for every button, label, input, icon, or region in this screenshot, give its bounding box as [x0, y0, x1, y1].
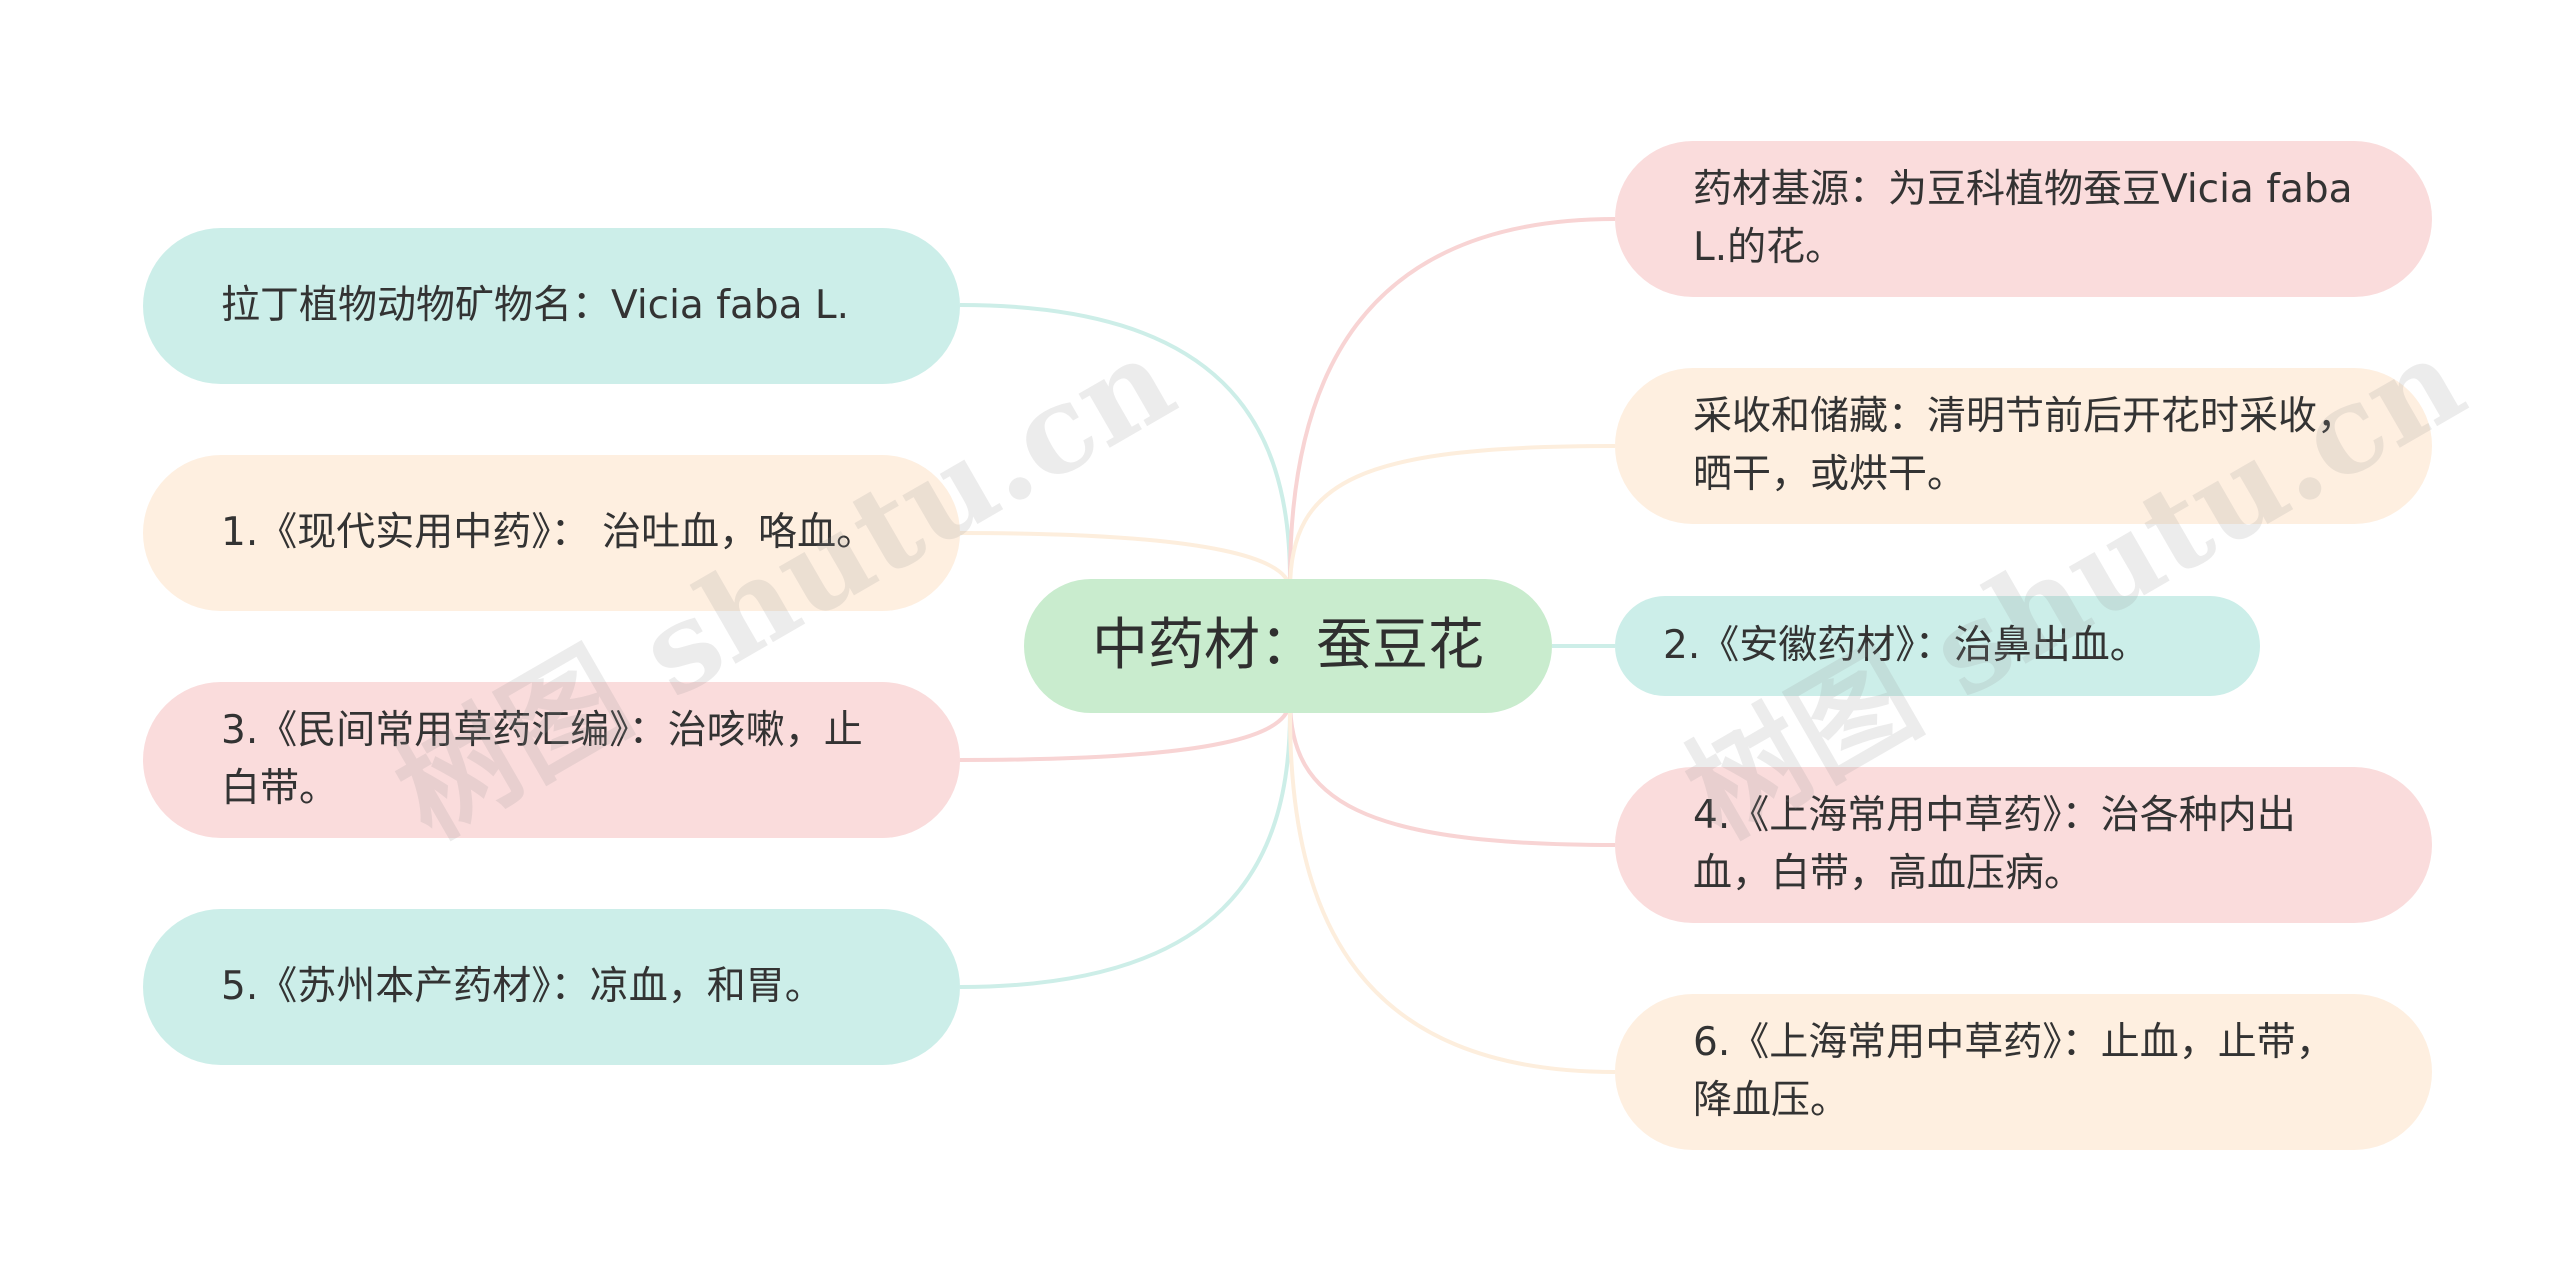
right-branch-4-label: 4.《上海常用中草药》：治各种内出血，白带，高血压病。	[1693, 793, 2296, 896]
root-node[interactable]: 中药材：蚕豆花	[1024, 579, 1552, 713]
left-branch-1[interactable]: 拉丁植物动物矿物名：Vicia faba L.	[143, 228, 960, 384]
connector-left-3	[959, 699, 1292, 762]
connector-left-2	[959, 531, 1292, 591]
connector-left-4	[959, 712, 1292, 989]
connector-right-1	[1288, 217, 1616, 580]
connector-left-1	[959, 303, 1292, 580]
right-branch-1-label: 药材基源：为豆科植物蚕豆Vicia faba L.的花。	[1693, 167, 2353, 270]
right-branch-3-label: 2.《安徽药材》：治鼻出血。	[1663, 623, 2149, 668]
right-branch-1[interactable]: 药材基源：为豆科植物蚕豆Vicia faba L.的花。	[1615, 141, 2432, 297]
left-branch-3[interactable]: 3.《民间常用草药汇编》：治咳嗽，止白带。	[143, 682, 960, 838]
left-branch-2-label: 1.《现代实用中药》： 治吐血，咯血。	[221, 510, 876, 555]
connector-right-5	[1288, 712, 1616, 1074]
left-branch-1-label: 拉丁植物动物矿物名：Vicia faba L.	[221, 283, 850, 328]
left-branch-4[interactable]: 5.《苏州本产药材》：凉血，和胃。	[143, 909, 960, 1065]
right-branch-2-label: 采收和储藏：清明节前后开花时采收，晒干，或烘干。	[1693, 394, 2357, 497]
right-branch-5-label: 6.《上海常用中草药》：止血，止带，降血压。	[1693, 1020, 2335, 1123]
right-branch-3[interactable]: 2.《安徽药材》：治鼻出血。	[1615, 596, 2260, 696]
root-node-label: 中药材：蚕豆花	[1092, 613, 1484, 678]
right-branch-5[interactable]: 6.《上海常用中草药》：止血，止带，降血压。	[1615, 994, 2432, 1150]
right-branch-2[interactable]: 采收和储藏：清明节前后开花时采收，晒干，或烘干。	[1615, 368, 2432, 524]
connector-right-4	[1288, 699, 1616, 847]
right-branch-4[interactable]: 4.《上海常用中草药》：治各种内出血，白带，高血压病。	[1615, 767, 2432, 923]
connector-right-2	[1288, 444, 1616, 591]
left-branch-3-label: 3.《民间常用草药汇编》：治咳嗽，止白带。	[221, 708, 863, 811]
left-branch-4-label: 5.《苏州本产药材》：凉血，和胃。	[221, 964, 824, 1009]
left-branch-2[interactable]: 1.《现代实用中药》： 治吐血，咯血。	[143, 455, 960, 611]
